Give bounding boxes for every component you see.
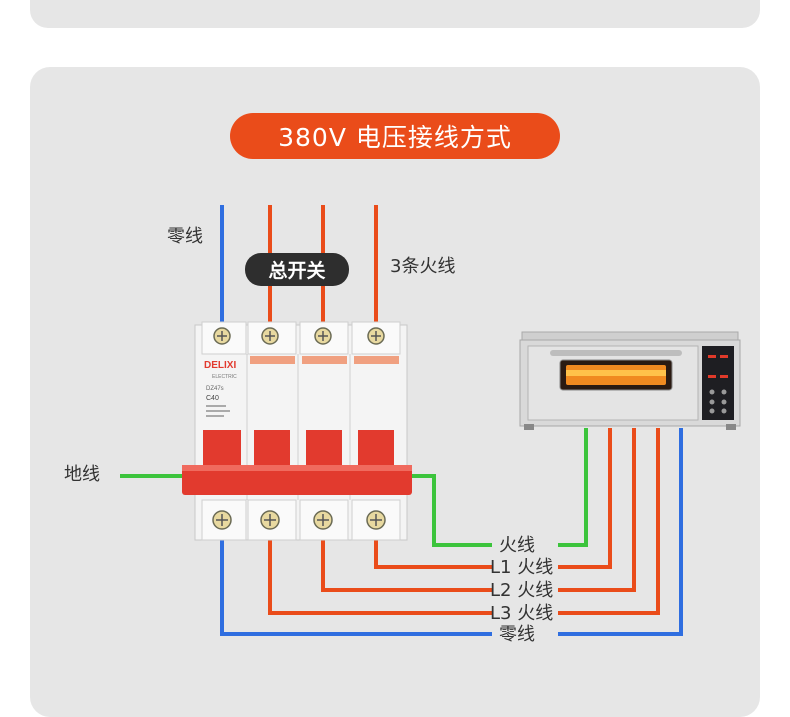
oven-neutral-wire xyxy=(558,428,683,636)
oven-ground-wire xyxy=(558,428,588,547)
wiring-diagram: DELIXI ELECTRIC DZ47s C40 xyxy=(120,205,741,636)
wire-label-neutral: 零线 xyxy=(499,624,535,645)
wire-label-l3: L3 火线 xyxy=(490,603,554,624)
breaker-rating: C40 xyxy=(206,395,219,402)
oven-l3-wire xyxy=(558,428,660,615)
breaker-model: DZ47s xyxy=(206,386,224,392)
neutral-label: 零线 xyxy=(167,226,203,247)
breaker-sub: ELECTRIC xyxy=(212,374,237,380)
breaker-brand: DELIXI xyxy=(204,360,236,371)
three-live-label: 3条火线 xyxy=(390,256,456,277)
main-switch-badge: 总开关 xyxy=(245,253,349,286)
ground-label: 地线 xyxy=(64,464,100,485)
oven-l1-wire xyxy=(558,428,612,569)
l3-out-wire xyxy=(268,540,492,615)
ground-out-wire xyxy=(412,474,492,547)
wire-label-l2: L2 火线 xyxy=(490,580,554,601)
wire-label-l1: L1 火线 xyxy=(490,557,554,578)
circuit-breaker: DELIXI ELECTRIC DZ47s C40 xyxy=(182,321,412,541)
top-card-fragment xyxy=(30,0,760,28)
oven-l2-wire xyxy=(558,428,636,592)
l2-out-wire xyxy=(321,540,492,592)
wire-label-live: 火线 xyxy=(499,535,535,556)
oven-image xyxy=(519,331,741,430)
l1-out-wire xyxy=(374,540,492,569)
neutral-out-wire xyxy=(220,540,492,636)
diagram-title: 380V 电压接线方式 xyxy=(230,113,560,159)
